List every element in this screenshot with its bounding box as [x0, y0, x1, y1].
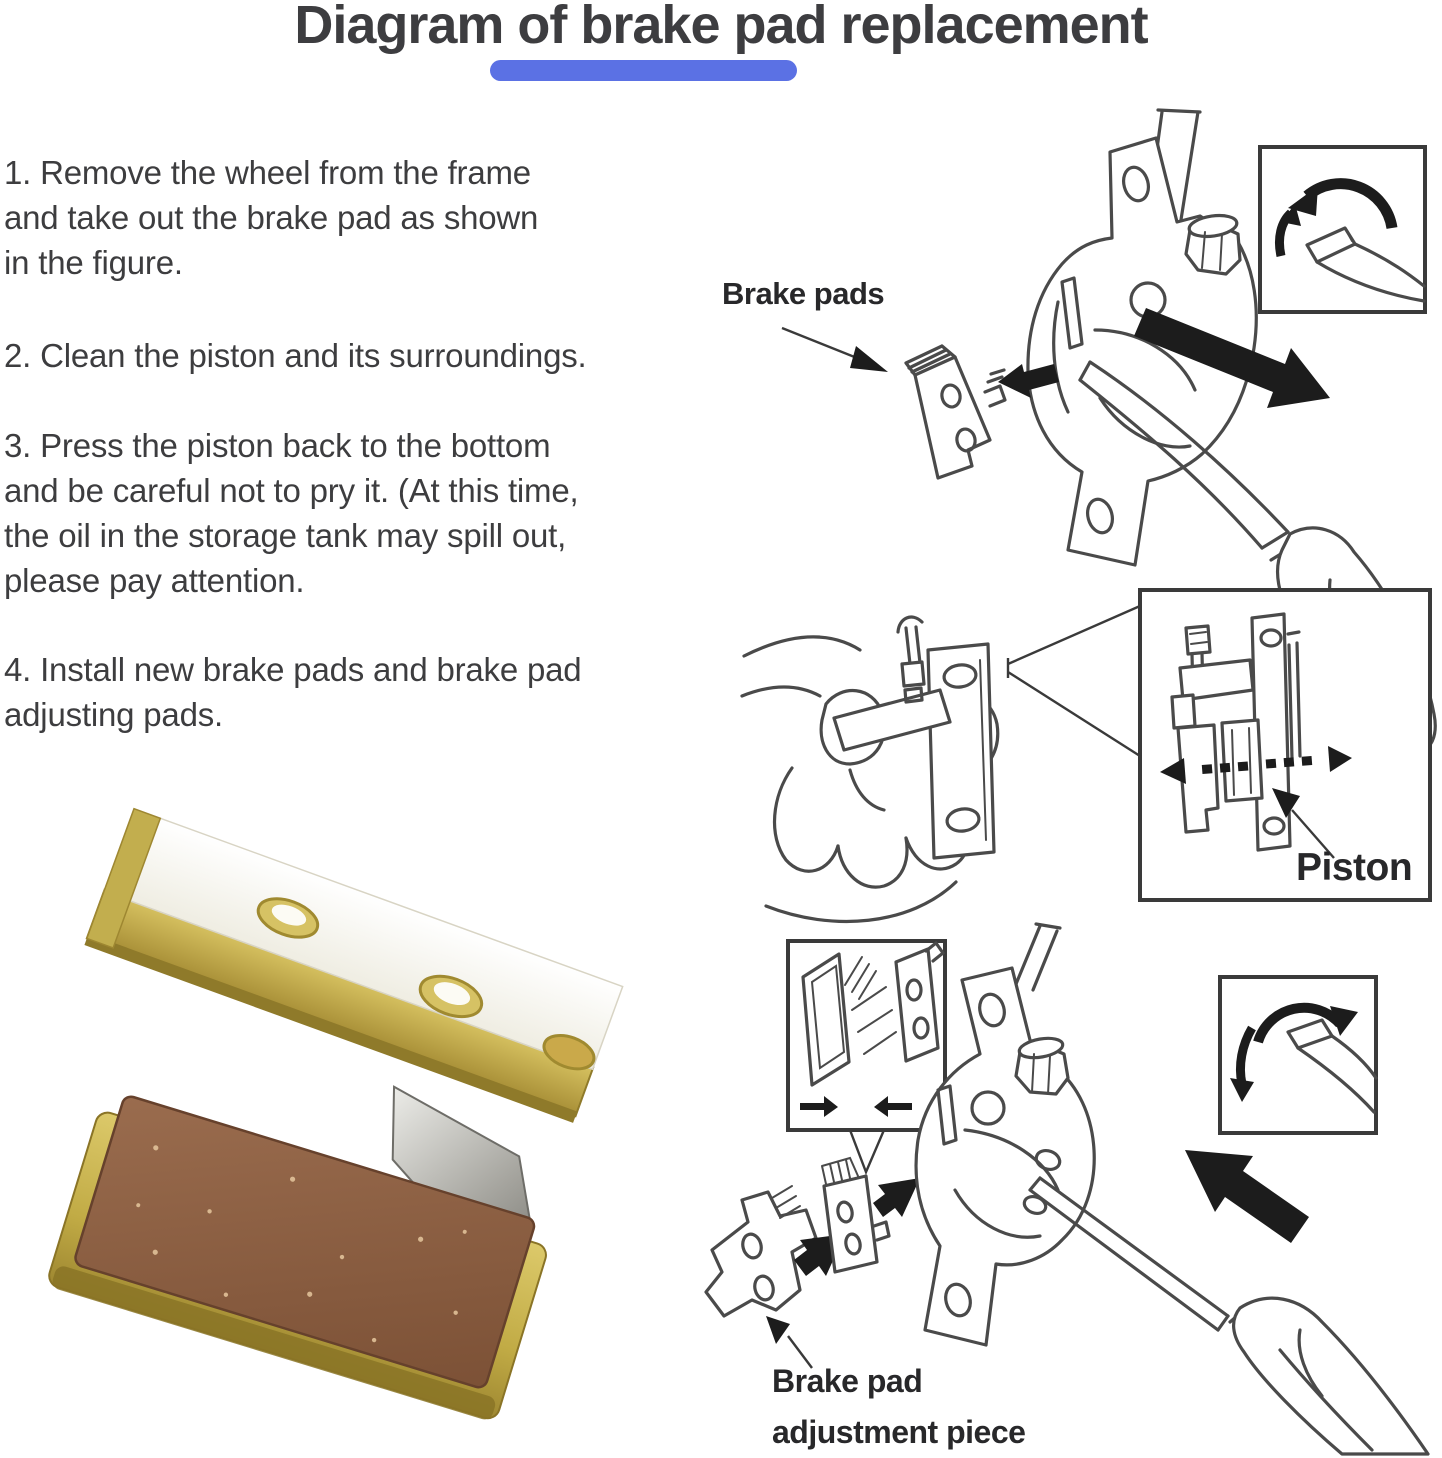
piston-pointer-arrow — [1272, 788, 1335, 859]
friction-surface — [74, 1095, 536, 1389]
pad-pair-drawing — [801, 941, 945, 1087]
instruction-step-3: 3. Press the piston back to the bottom a… — [4, 427, 579, 599]
title-underline-bar — [490, 60, 797, 81]
big-arrow — [1185, 1150, 1309, 1243]
rotate-inset-box — [1258, 145, 1427, 314]
diagram-install-pads — [704, 922, 1430, 1456]
caliper-drawing — [1026, 136, 1258, 567]
piston-motion-arrows — [1160, 746, 1352, 784]
adjustment-pointer-arrow — [766, 1316, 813, 1369]
tool-tip — [1286, 1018, 1378, 1114]
brake-pad-photo — [48, 807, 624, 1420]
rotate-inset-box — [1218, 975, 1378, 1135]
instruction-step-1: 1. Remove the wheel from the frame and t… — [4, 154, 539, 281]
instruction-step-4: 4. Install new brake pads and brake pad … — [4, 651, 582, 733]
banjo-bolt — [1184, 213, 1242, 276]
pad-hole — [542, 1033, 596, 1071]
pad-hole — [256, 897, 320, 939]
caliper-bracket — [832, 615, 996, 860]
piston-label: Piston — [1296, 846, 1413, 889]
curved-arrow — [1230, 1002, 1358, 1102]
callout-pointer — [848, 1129, 886, 1176]
curved-arrow — [1274, 178, 1398, 257]
adjustment-piece-label: Brake pad adjustment piece — [772, 1363, 1026, 1450]
tool-tip — [1305, 226, 1426, 303]
screwdriver — [1028, 1176, 1430, 1456]
page-title: Diagram of brake pad replacement — [294, 0, 1148, 55]
compress-arrows — [800, 1096, 912, 1117]
brake-pad-drawing — [904, 344, 1007, 480]
pad-hole — [418, 974, 484, 1019]
instruction-step-2: 2. Clean the piston and its surroundings… — [4, 337, 587, 374]
caliper-drawing — [914, 922, 1096, 1347]
bottom-pad — [48, 1085, 547, 1420]
piston-assembly — [1170, 612, 1302, 852]
brake-pads-label: Brake pads — [722, 276, 885, 311]
diagram-clean-piston — [740, 588, 1432, 924]
insert-arrow-2 — [873, 1178, 920, 1217]
big-arrow — [1134, 308, 1330, 408]
banjo-bolt — [1014, 1036, 1070, 1096]
top-pad — [84, 807, 624, 1123]
piston-inset-box — [1138, 588, 1432, 902]
callout-lines — [1006, 604, 1141, 758]
pads-inset-box — [786, 939, 947, 1132]
new-pad-drawing — [821, 1156, 891, 1274]
removal-arrow — [998, 364, 1059, 398]
brake-pads-pointer-arrow — [781, 326, 888, 372]
adjustment-piece-drawing — [704, 1185, 818, 1318]
